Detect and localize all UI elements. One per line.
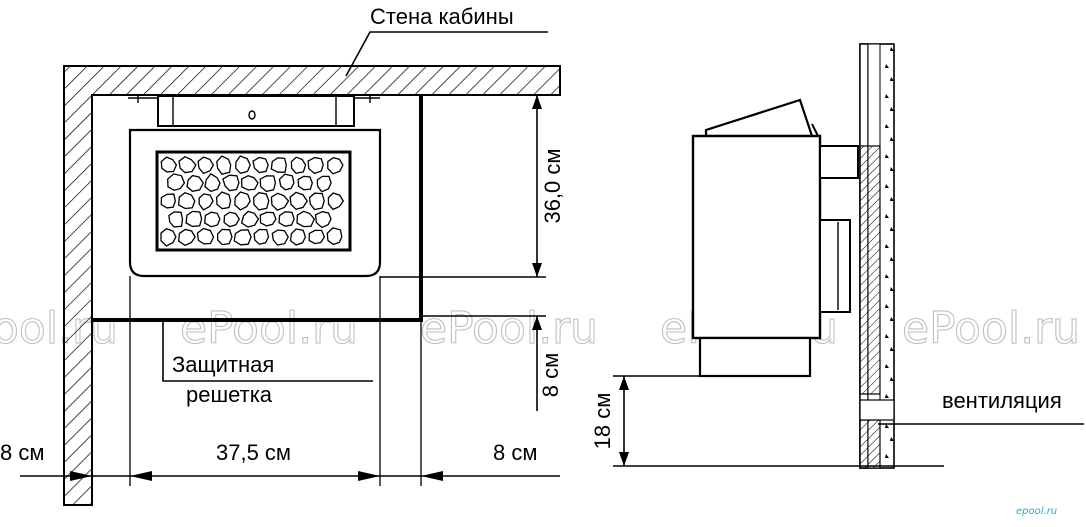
stone [177, 228, 196, 247]
stone [168, 211, 184, 228]
right-gap-label: 8 см [493, 440, 537, 465]
grille-label-line2: решетка [186, 382, 273, 407]
stone [253, 228, 270, 245]
stone [223, 211, 241, 228]
stone [308, 192, 325, 211]
stone [160, 156, 178, 173]
stone [160, 193, 176, 209]
stone [167, 173, 186, 191]
stone [259, 211, 277, 227]
side-view: 18 см вентиляция [590, 43, 1084, 469]
stones [160, 155, 345, 247]
watermark-1: ool.ru [0, 303, 118, 354]
stone [216, 228, 233, 246]
watermark-5: ePool.ru [902, 303, 1080, 354]
watermark-2: ePool.ru [180, 303, 358, 354]
stone [216, 155, 232, 175]
stone [307, 156, 324, 175]
gap-below-label: 8 см [538, 353, 563, 397]
dim-gap-below: 8 см [423, 315, 563, 411]
stone [204, 173, 221, 193]
dim-bottom: 8 см 37,5 см 8 см [0, 276, 560, 486]
stone [185, 210, 203, 228]
stone [271, 229, 289, 246]
stone [204, 211, 221, 228]
grille-label-line1: Защитная [172, 352, 274, 377]
dim-floor-height: 18 см [590, 375, 700, 466]
stone [290, 156, 307, 175]
stone [296, 210, 316, 228]
stone [270, 192, 290, 211]
stone [197, 156, 215, 175]
stone [259, 175, 277, 193]
stone [198, 193, 214, 211]
mounting-bracket [128, 95, 380, 127]
stone [196, 227, 215, 245]
stone [240, 174, 259, 191]
watermark-3: ePool.ru [420, 303, 598, 354]
stone [314, 211, 332, 229]
ventilation-label: вентиляция [942, 388, 1062, 413]
stone [316, 175, 332, 193]
stone [253, 191, 270, 211]
stone [308, 229, 326, 245]
width-label: 37,5 см [216, 440, 291, 465]
stone [233, 229, 252, 246]
floor-height-label: 18 см [590, 393, 615, 450]
epool-logo: epool.ru [1016, 506, 1057, 517]
stone [234, 191, 251, 211]
stone [278, 173, 295, 191]
stone [178, 191, 196, 210]
cabin-wall-label: Стена кабины [370, 4, 514, 29]
side-wall [859, 43, 895, 469]
stone [327, 192, 345, 211]
stone [297, 175, 313, 191]
stone [326, 227, 343, 246]
heater-side [691, 98, 859, 378]
front-view: Стена кабины Защитная решетка [0, 4, 565, 506]
stone [160, 227, 177, 247]
stone [327, 156, 344, 175]
stone [186, 174, 205, 192]
height-top-label: 36,0 см [540, 148, 565, 223]
stone [235, 155, 251, 175]
wall-label-leader [345, 31, 548, 77]
stone [240, 210, 260, 228]
ventilation-opening [859, 399, 895, 421]
stone [270, 157, 287, 173]
stone [222, 174, 240, 192]
left-gap-label: 8 см [0, 440, 44, 465]
stone [278, 211, 295, 227]
stone [289, 228, 307, 246]
stone [252, 156, 269, 174]
stone [289, 191, 308, 211]
grille-leader [162, 322, 373, 382]
stone [215, 191, 232, 210]
stone [178, 155, 197, 174]
dim-height-top: 36,0 см [380, 94, 565, 278]
